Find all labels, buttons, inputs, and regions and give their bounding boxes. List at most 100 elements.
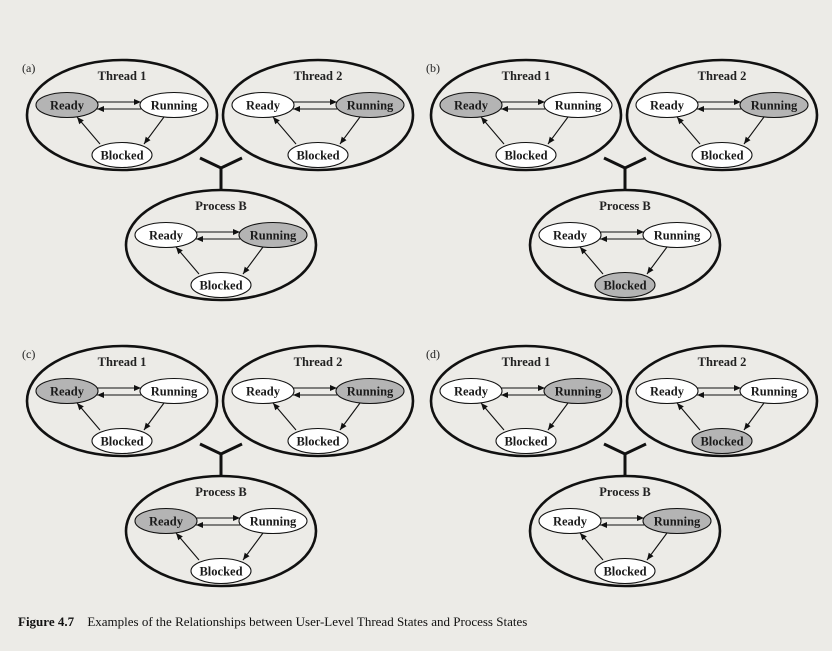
thread-1-title: Thread 1 xyxy=(98,69,147,83)
thread-1-running-label: Running xyxy=(555,385,602,399)
thread-2-block-arrow xyxy=(743,402,765,431)
thread-1-wakeup-arrow xyxy=(480,402,505,431)
thread-1-ready-label: Ready xyxy=(50,385,85,399)
thread-2-blocked-state xyxy=(287,427,349,455)
process-running-label: Running xyxy=(250,229,297,243)
process-blocked-label: Blocked xyxy=(199,565,242,579)
thread-1-running-label: Running xyxy=(555,99,602,113)
thread-1-boundary xyxy=(25,58,219,172)
process-block-arrow xyxy=(646,246,668,275)
thread-2-running-label: Running xyxy=(751,99,798,113)
thread-2-running-state xyxy=(739,377,809,405)
thread-1-blocked-state xyxy=(91,427,153,455)
thread-2-block-arrow xyxy=(339,402,361,431)
process-wakeup-arrow xyxy=(175,532,200,561)
thread-1-running-state xyxy=(543,91,613,119)
thread-1-ready-label: Ready xyxy=(454,385,489,399)
thread-2-ready-state xyxy=(635,91,699,119)
process-ready-label: Ready xyxy=(553,515,588,529)
process-running-state xyxy=(238,507,308,535)
thread-1-boundary xyxy=(429,58,623,172)
thread-1-ready-state xyxy=(439,377,503,405)
process-wakeup-arrow xyxy=(175,246,200,275)
thread-1-title: Thread 1 xyxy=(98,355,147,369)
thread-1-ready-state xyxy=(439,91,503,119)
process-running-label: Running xyxy=(654,515,701,529)
thread-1-blocked-state xyxy=(495,141,557,169)
thread-process-connector xyxy=(603,442,647,476)
process-block-arrow xyxy=(646,532,668,561)
thread-2-blocked-state xyxy=(691,427,753,455)
process-ready-state xyxy=(538,507,602,535)
thread-2-boundary xyxy=(625,58,819,172)
thread-2-ready-label: Ready xyxy=(246,99,281,113)
figure-number: Figure 4.7 xyxy=(18,614,75,629)
process-block-arrow xyxy=(242,246,264,275)
process-running-state xyxy=(238,221,308,249)
process-ready-label: Ready xyxy=(553,229,588,243)
thread-1-boundary xyxy=(429,344,623,458)
thread-process-connector xyxy=(603,156,647,190)
thread-1-ready-label: Ready xyxy=(454,99,489,113)
thread-1-wakeup-arrow xyxy=(76,116,101,145)
process-title: Process B xyxy=(195,485,247,499)
process-ready-label: Ready xyxy=(149,229,184,243)
thread-2-title: Thread 2 xyxy=(698,355,747,369)
thread-2-ready-label: Ready xyxy=(246,385,281,399)
thread-2-ready-label: Ready xyxy=(650,99,685,113)
process-running-label: Running xyxy=(250,515,297,529)
thread-2-blocked-label: Blocked xyxy=(296,149,339,163)
panel-label: (c) xyxy=(22,347,35,361)
thread-1-block-arrow xyxy=(547,116,569,145)
thread-2-blocked-state xyxy=(287,141,349,169)
thread-2-ready-state xyxy=(231,377,295,405)
process-running-state xyxy=(642,221,712,249)
thread-1-running-state xyxy=(139,91,209,119)
thread-2-boundary xyxy=(221,344,415,458)
thread-2-ready-state xyxy=(635,377,699,405)
process-blocked-state xyxy=(190,557,252,585)
thread-2-blocked-label: Blocked xyxy=(700,435,743,449)
thread-1-blocked-label: Blocked xyxy=(504,435,547,449)
thread-1-blocked-label: Blocked xyxy=(100,149,143,163)
process-running-state xyxy=(642,507,712,535)
figure-caption-text: Examples of the Relationships between Us… xyxy=(87,614,528,629)
thread-2-blocked-label: Blocked xyxy=(700,149,743,163)
process-title: Process B xyxy=(195,199,247,213)
thread-1-ready-state xyxy=(35,91,99,119)
thread-2-running-label: Running xyxy=(347,385,394,399)
thread-2-running-label: Running xyxy=(347,99,394,113)
thread-2-block-arrow xyxy=(743,116,765,145)
thread-2-running-state xyxy=(739,91,809,119)
thread-process-connector xyxy=(199,442,243,476)
thread-2-blocked-label: Blocked xyxy=(296,435,339,449)
process-ready-label: Ready xyxy=(149,515,184,529)
thread-2-ready-label: Ready xyxy=(650,385,685,399)
process-title: Process B xyxy=(599,485,651,499)
thread-2-title: Thread 2 xyxy=(294,69,343,83)
thread-2-wakeup-arrow xyxy=(272,116,297,145)
process-blocked-label: Blocked xyxy=(199,279,242,293)
process-blocked-state xyxy=(594,557,656,585)
thread-2-running-state xyxy=(335,91,405,119)
thread-2-boundary xyxy=(625,344,819,458)
figure-caption: Figure 4.7 Examples of the Relationships… xyxy=(18,614,818,630)
thread-1-ready-label: Ready xyxy=(50,99,85,113)
process-boundary xyxy=(124,474,318,588)
thread-2-boundary xyxy=(221,58,415,172)
process-title: Process B xyxy=(599,199,651,213)
